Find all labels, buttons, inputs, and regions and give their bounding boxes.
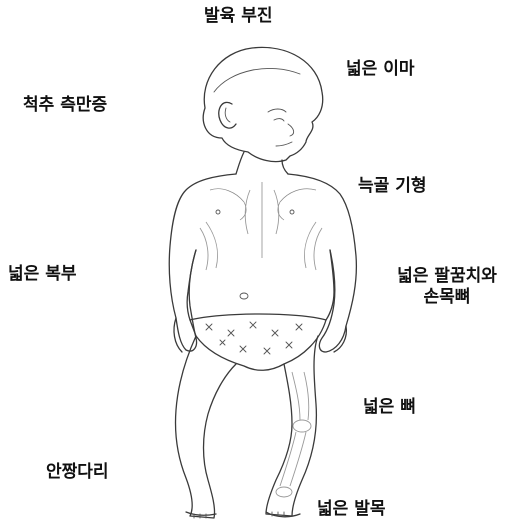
label-wrist: 넓은 팔꿈치와 손목뼈 xyxy=(371,266,523,309)
label-ribs: 늑골 기형 xyxy=(358,176,426,197)
diaper xyxy=(190,314,326,370)
label-ankles: 넓은 발목 xyxy=(317,499,385,520)
diaper-pattern xyxy=(206,322,302,354)
label-forehead: 넓은 이마 xyxy=(346,59,414,80)
label-bowlegs: 안짱다리 xyxy=(46,462,109,483)
torso xyxy=(187,250,196,320)
left-arm xyxy=(169,174,236,351)
label-growth: 발육 부진 xyxy=(204,6,272,27)
leg-bones xyxy=(292,372,300,420)
label-bones: 넓은 뼈 xyxy=(363,397,416,418)
label-scoliosis: 척추 측만증 xyxy=(23,95,107,116)
left-leg xyxy=(175,336,236,518)
ear xyxy=(219,102,236,128)
right-leg xyxy=(266,336,318,516)
right-arm xyxy=(288,174,356,352)
label-wrist-line1: 넓은 팔꿈치와 xyxy=(371,266,523,287)
label-abdomen: 넓은 복부 xyxy=(8,264,76,285)
label-wrist-line2: 손목뼈 xyxy=(371,287,523,308)
